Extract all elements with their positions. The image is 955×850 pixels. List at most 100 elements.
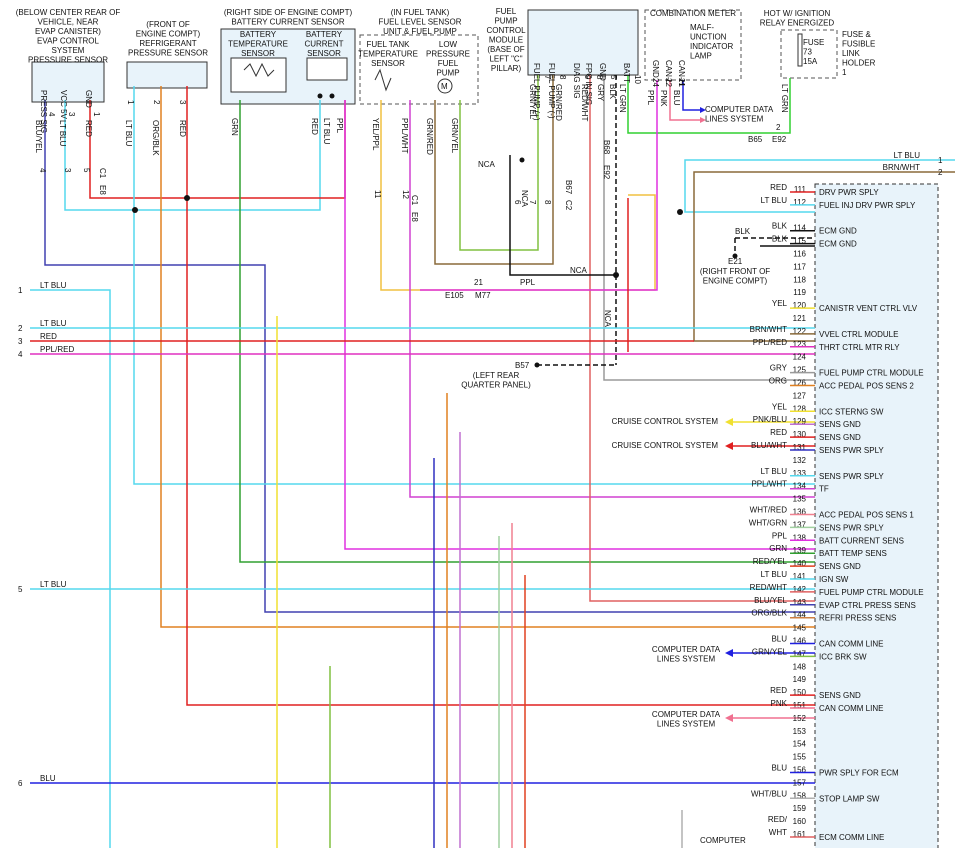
- connector-c2: C2: [564, 200, 573, 211]
- ecm-pin-function: SENS GND: [819, 433, 861, 442]
- ecm-pin-function: ECM GND: [819, 227, 857, 236]
- ecm-pin-number: 128: [793, 404, 807, 413]
- ecm-wire-label: WHT/BLU: [751, 789, 787, 798]
- ecm-pin-number: 140: [793, 559, 807, 568]
- ecm-wire-label: BRN/WHT: [750, 325, 787, 334]
- ecm-pin-number: 114: [793, 224, 806, 233]
- ecm-pin-number: 160: [793, 817, 807, 826]
- ecm-wire-label: ORG: [769, 377, 787, 386]
- connector-pin: 12: [401, 190, 410, 199]
- fuse-holder-label: 1: [842, 68, 847, 77]
- ecm-pin-function: BATT TEMP SENS: [819, 549, 887, 558]
- battery-current-sensor-label: BATTERY CURRENT SENSOR: [231, 18, 344, 27]
- fuse-holder-label: FUSE &: [842, 30, 872, 39]
- refrigerant-sensor-box: [126, 61, 208, 89]
- ecm-wire-label: BLU/YEL: [754, 596, 787, 605]
- mil-lamp-label: UNCTION: [690, 33, 727, 42]
- ecm-pin-function: SENS PWR SPLY: [819, 446, 884, 455]
- connector-pin: 8: [543, 200, 552, 205]
- fuel-pump-control-module-label: PUMP: [494, 17, 517, 26]
- ppl-wire-label: PPL: [520, 278, 536, 287]
- fuel-pump-control-module-label: FUEL: [496, 7, 517, 16]
- ecm-pin-number: 127: [793, 391, 807, 400]
- fpcm-pin-function: GND: [598, 63, 607, 81]
- evap-sensor-label: EVAP CANISTER): [35, 27, 101, 36]
- fuel-tank-label: (IN FUEL TANK): [391, 8, 450, 17]
- fpcm-wire-label: GRY: [596, 84, 605, 102]
- ecm-pin-function: VVEL CTRL MODULE: [819, 330, 898, 339]
- fpcm-wire-label: RED/WHT: [580, 84, 589, 121]
- combination-meter-box: [644, 9, 742, 81]
- combo-pin-function: GND: [651, 60, 660, 78]
- battery-wire-label: PPL: [335, 118, 344, 134]
- fuel-tank-label: FUEL LEVEL SENSOR: [379, 18, 462, 27]
- fuel-tank-temp-sensor-label: FUEL TANK: [367, 40, 411, 49]
- battery-current-sensor-label: (RIGHT SIDE OF ENGINE COMPT): [224, 8, 353, 17]
- fpcm-pin-function: DIAG SIG: [572, 63, 581, 99]
- e21-location-note: (RIGHT FRONT OF: [700, 267, 770, 276]
- ecm-pin-number: 134: [793, 482, 807, 491]
- ecm-pin-number: 115: [793, 237, 806, 246]
- right-wire-number: 2: [938, 168, 943, 177]
- cruise-control-callout: CRUISE CONTROL SYSTEM: [612, 417, 719, 426]
- fuel-tank-wire-label: YEL/PPL: [371, 118, 380, 151]
- ecm-pin-function: REFRI PRESS SENS: [819, 614, 896, 623]
- ecm-pin-number: 137: [793, 520, 807, 529]
- nca-label: NCA: [478, 160, 496, 169]
- refrigerant-wire-label: ORG/BLK: [151, 120, 160, 156]
- connector-b68: B68: [602, 140, 611, 155]
- ecm-wire-label: RED/WHT: [750, 583, 787, 592]
- fpcm-pin-number: 7: [543, 75, 552, 80]
- battery-temp-sensor-label: BATTERY: [240, 30, 277, 39]
- fuel-tank-temp-sensor-label: TEMPERATURE: [358, 50, 418, 59]
- ecm-wire-label: ORG/BLK: [751, 609, 787, 618]
- low-pressure-fuel-pump-label: PUMP: [436, 69, 459, 78]
- ecm-wire-label: BLK: [772, 222, 788, 231]
- evap-pin-number: 4: [47, 112, 56, 117]
- fpcm-pin-number: 5: [609, 75, 618, 80]
- fuse-wire-label: LT GRN: [780, 84, 789, 113]
- ecm-pin-function: FUEL PUMP CTRL MODULE: [819, 588, 924, 597]
- ecm-pin-number: 142: [793, 585, 807, 594]
- nca-label: NCA: [520, 190, 529, 208]
- ecm-pin-function: THRT CTRL MTR RLY: [819, 343, 900, 352]
- connector-pin: 5: [82, 168, 91, 173]
- fpcm-pin-function: FPC IN SIG: [584, 63, 593, 105]
- ecm-pin-number: 157: [793, 778, 807, 787]
- ecm-wire-label: RED: [770, 183, 787, 192]
- left-wire-number: 6: [18, 779, 23, 788]
- fuel-tank-temp-sensor-label: SENSOR: [371, 59, 405, 68]
- fuel-tank-unit-box: [359, 34, 479, 105]
- battery-wire-label: GRN: [230, 118, 239, 136]
- ecm-pin-number: 131: [793, 443, 807, 452]
- ignition-relay-label: HOT W/ IGNITION: [764, 9, 831, 18]
- ecm-pin-number: 152: [793, 714, 807, 723]
- refrigerant-pin-number: 3: [178, 100, 187, 105]
- left-wire-label: LT BLU: [40, 580, 67, 589]
- battery-current-element-label: SENSOR: [307, 49, 341, 58]
- fuel-pump-control-module-label: MODULE: [489, 36, 523, 45]
- combo-pin-number: 22: [664, 78, 673, 87]
- ecm-pin-function: SENS GND: [819, 562, 861, 571]
- right-wire-label: BRN/WHT: [883, 163, 920, 172]
- ecm-wire-label: PNK: [771, 699, 788, 708]
- fuse-holder-label: LINK: [842, 49, 860, 58]
- combo-wire-label: PNK: [659, 90, 668, 107]
- ecm-wire-label: RED/: [768, 815, 788, 824]
- left-wire-label: LT BLU: [40, 281, 67, 290]
- b57-location-note: (LEFT REAR: [473, 371, 520, 380]
- ecm-pin-number: 147: [793, 649, 807, 658]
- ecm-pin-number: 153: [793, 727, 807, 736]
- fpcm-pin-function: FUEL PUMP (-): [547, 63, 556, 119]
- computer-data-lines-callout: COMPUTER DATA: [652, 710, 721, 719]
- ecm-pin-function: SENS GND: [819, 691, 861, 700]
- fuse-holder-label: FUSIBLE: [842, 40, 875, 49]
- fuse-73-label: 73: [803, 48, 812, 57]
- ecm-pin-number: 135: [793, 495, 807, 504]
- battery-current-element-label: CURRENT: [304, 40, 343, 49]
- ecm-pin-number: 136: [793, 508, 807, 517]
- mil-lamp-label: MALF-: [690, 23, 714, 32]
- ecm-wire-label: BLU: [771, 764, 787, 773]
- ecm-pin-number: 158: [793, 791, 807, 800]
- connector-pin: 21: [474, 278, 483, 287]
